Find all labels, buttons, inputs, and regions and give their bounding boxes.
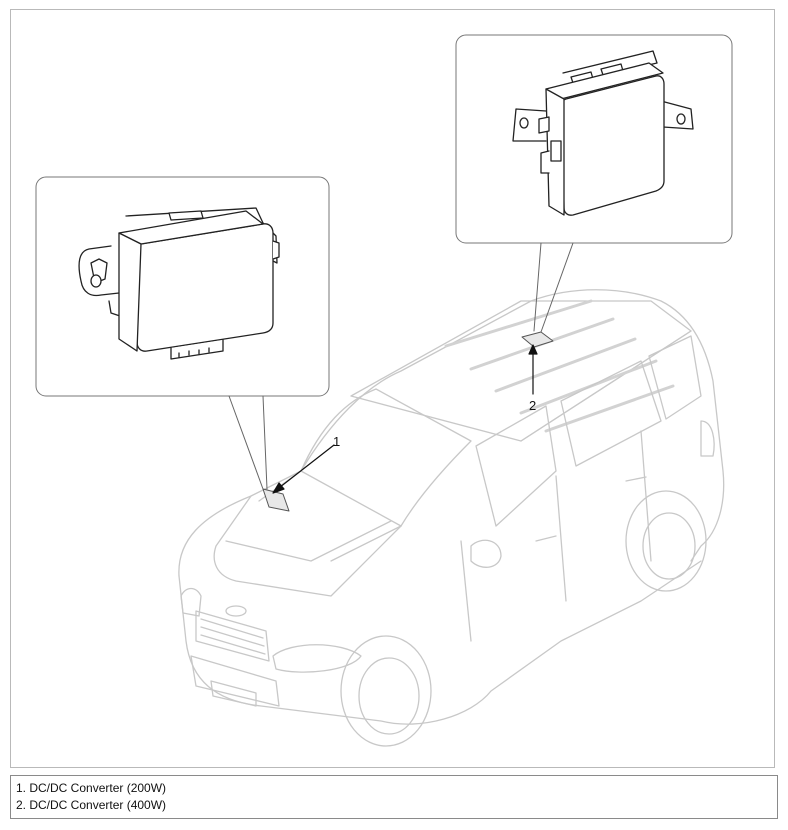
figure-frame: 1 2 [10,9,775,768]
location-marker-2 [521,331,554,348]
legend-item-1: 1. DC/DC Converter (200W) [16,781,167,795]
legend-box: 1. DC/DC Converter (200W) 2. DC/DC Conve… [10,775,778,819]
callout-number-1: 1 [333,434,340,449]
converter-400w-drawing [512,50,694,216]
converter-200w-drawing [78,207,280,360]
callout-number-2: 2 [529,398,536,413]
legend-item-2: 2. DC/DC Converter (400W) [16,798,167,812]
callout-arrow-1 [272,444,335,494]
diagram-svg: 1 2 [35,34,733,747]
frame-leader-lines [228,242,574,490]
callout-arrow-2 [528,344,538,395]
